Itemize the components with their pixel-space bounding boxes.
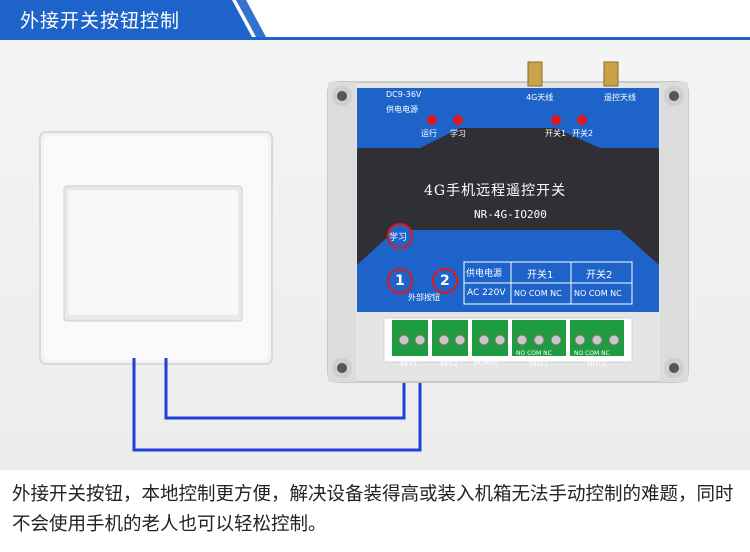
terminal-out1: OUT1 (529, 360, 549, 368)
antenna-remote-label: 遥控天线 (604, 93, 636, 102)
table-header-power: 供电电源 (466, 269, 503, 279)
ext-button-1: 1 (395, 273, 405, 289)
relay-device (327, 61, 689, 383)
learn-badge: 学习 (389, 233, 408, 243)
ext-button-2: 2 (440, 273, 450, 289)
terminal-key1: KEY1 (400, 360, 418, 368)
table-value-switch2: NO COM NC (574, 289, 622, 298)
product-name: 4G手机远程遥控开关 (424, 183, 567, 199)
header-banner (0, 0, 266, 37)
led-switch1-label: 开关1 (545, 129, 567, 138)
led-switch2-label: 开关2 (572, 129, 594, 138)
antenna-4g-label: 4G天线 (526, 93, 554, 102)
description-text: 外接开关按钮，本地控制更方便，解决设备装得高或装入机箱无法手动控制的难题，同时不… (12, 484, 734, 535)
table-value-switch1: NO COM NC (514, 289, 562, 298)
power-spec-label: DC9-36V (386, 90, 422, 99)
terminal-out2-pins: NO COM NC (574, 350, 610, 357)
product-illustration: DC9-36V 供电电源 4G天线 遥控天线 运行 学习 开关1 开关2 4G手… (0, 40, 750, 470)
terminal-power: Power (474, 358, 499, 367)
page-title: 外接开关按钮控制 (20, 10, 181, 32)
product-model: NR-4G-IO200 (474, 208, 547, 221)
led-run-label: 运行 (421, 129, 437, 138)
ext-button-label: 外部按钮 (408, 293, 440, 302)
wall-switch (39, 131, 273, 365)
terminal-out1-pins: NO COM NC (516, 350, 552, 357)
terminal-key2: KEY2 (440, 360, 458, 368)
table-header-switch2: 开关2 (586, 270, 613, 281)
led-learn-label: 学习 (450, 129, 466, 138)
header-divider (0, 37, 750, 40)
table-value-power: AC 220V (467, 288, 506, 298)
wiring-diagram (39, 61, 689, 452)
table-header-switch1: 开关1 (527, 270, 554, 281)
power-source-label: 供电电源 (386, 105, 418, 114)
terminal-out2: OUT2 (587, 360, 607, 368)
